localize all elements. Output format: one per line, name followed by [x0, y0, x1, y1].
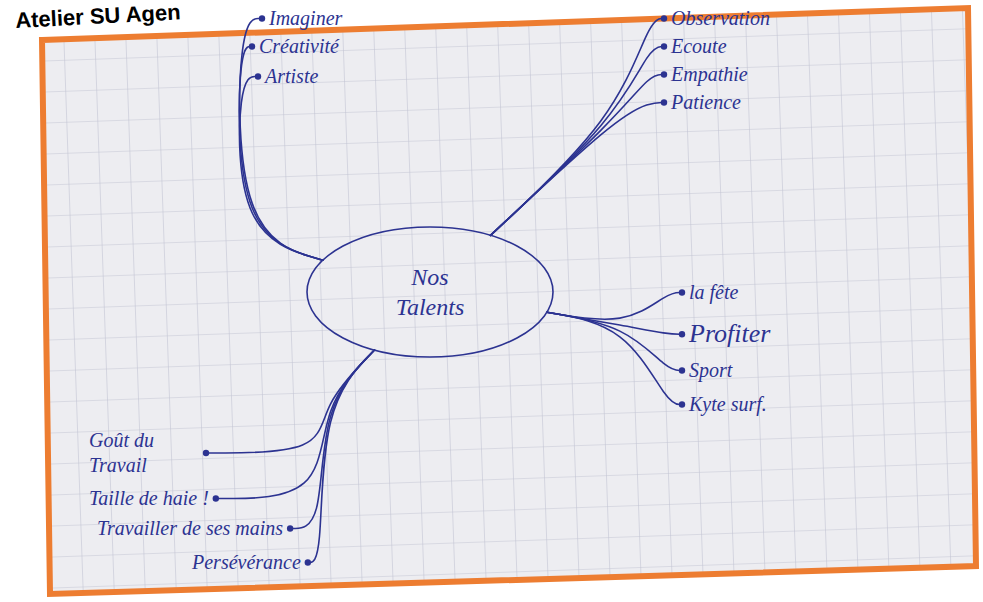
branch-dot: [679, 367, 685, 373]
branch-dot: [661, 99, 667, 105]
node-text: Taille de haie !: [89, 486, 209, 511]
node-text: Observation: [671, 6, 770, 31]
talent-word: Kyte surf.: [682, 390, 774, 419]
branch-dot: [213, 495, 219, 501]
node-text: Kyte surf.: [689, 392, 767, 417]
branch-dot: [305, 559, 311, 565]
branch-line: [490, 103, 664, 236]
branch-line: [490, 19, 664, 236]
node-text: Artiste: [265, 64, 318, 89]
branch-dot: [661, 15, 667, 21]
node-text: Patience: [671, 90, 741, 115]
branch-line: [547, 312, 682, 404]
branch-line: [240, 77, 323, 261]
node-text: Sport: [689, 358, 732, 383]
branch-dot: [679, 331, 685, 337]
branch-line: [490, 47, 664, 236]
node-text: la fête: [689, 280, 738, 305]
photo-border: [42, 8, 976, 594]
talent-word: Travailler de ses mains: [90, 514, 290, 543]
talent-word: Sport: [682, 356, 739, 385]
branch-line: [216, 350, 375, 498]
talent-word: Profiter: [682, 316, 777, 353]
node-text: Imaginer: [269, 6, 342, 31]
branch-line: [206, 350, 374, 453]
branch-dot: [203, 450, 209, 456]
branch-dot: [661, 43, 667, 49]
branch-line: [239, 47, 323, 261]
branch-line: [290, 350, 374, 528]
talent-word: Artiste: [258, 62, 325, 91]
ellipse-line: [307, 227, 553, 357]
talent-word: Patience: [664, 88, 748, 117]
node-text: Profiter: [689, 318, 770, 351]
talent-word: Ecoute: [664, 32, 734, 61]
branch-dot: [255, 73, 261, 79]
talent-word: Goût du Travail: [82, 426, 206, 480]
central-ellipse: Nos Talents: [305, 225, 555, 359]
diagram-title: Atelier SU Agen: [15, 0, 182, 34]
node-text: Empathie: [671, 62, 748, 87]
branch-line: [547, 312, 682, 370]
branch-dot: [679, 401, 685, 407]
branch-line: [308, 350, 375, 562]
node-text: Travailler de ses mains: [97, 516, 283, 541]
branch-dot: [249, 43, 255, 49]
node-text: Persévérance: [192, 550, 301, 575]
talent-word: la fête: [682, 278, 745, 307]
node-text: Nos Talents: [384, 262, 476, 322]
branch-dot: [287, 525, 293, 531]
ellipse-outline: [305, 225, 555, 359]
branch-dot: [259, 15, 265, 21]
branch-line: [490, 75, 664, 236]
branch-dot: [661, 71, 667, 77]
node-text: Créativité: [259, 34, 339, 59]
branch-dot: [679, 289, 685, 295]
node-text: Ecoute: [671, 34, 727, 59]
talent-word: Créativité: [252, 32, 346, 61]
talent-word: Taille de haie !: [82, 484, 216, 513]
talent-word: Imaginer: [262, 4, 349, 33]
talent-word: Empathie: [664, 60, 755, 89]
talent-word: Persévérance: [185, 548, 308, 577]
node-text: Goût du Travail: [89, 428, 199, 478]
talent-word: Observation: [664, 4, 777, 33]
